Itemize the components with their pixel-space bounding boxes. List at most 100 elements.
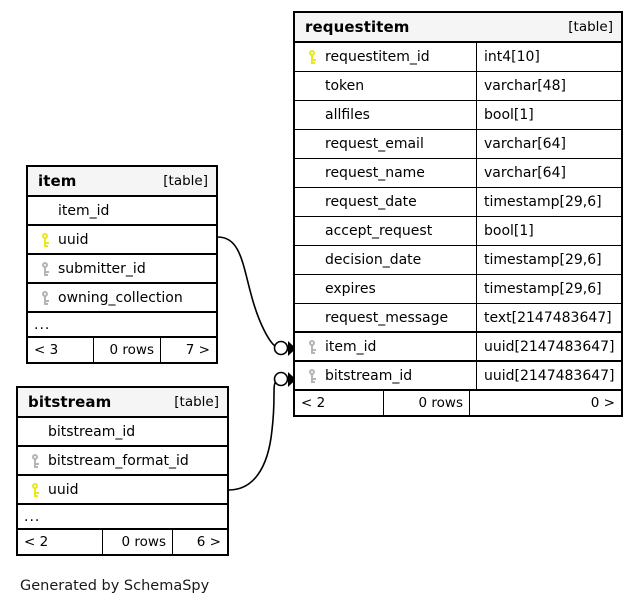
prev-parents-link[interactable]: < 2 <box>301 395 326 411</box>
foreign-key-icon <box>36 290 54 305</box>
column-label: bitstream_id <box>48 423 136 440</box>
column-name-cell: request_message <box>295 304 476 331</box>
table-footer-bitstream: < 2 0 rows 6 > <box>18 530 227 554</box>
foreign-key-icon <box>36 261 54 276</box>
table-row[interactable]: bitstream_id <box>18 418 227 447</box>
table-title-requestitem: requestitem <box>305 18 410 36</box>
column-label: item_id <box>325 338 377 355</box>
table-row[interactable]: request_date timestamp[29,6] <box>295 188 621 217</box>
table-row[interactable]: expires timestamp[29,6] <box>295 275 621 304</box>
row-count: 0 rows <box>383 391 470 415</box>
table-header-requestitem: requestitem [table] <box>295 13 621 43</box>
table-row[interactable]: uuid <box>18 476 227 505</box>
more-columns-indicator: ... <box>28 313 216 338</box>
column-name-cell: owning_collection <box>28 284 216 311</box>
column-name-cell: bitstream_id <box>18 418 227 445</box>
primary-key-icon <box>303 50 321 64</box>
column-label: owning_collection <box>58 289 183 306</box>
column-type-cell: timestamp[29,6] <box>476 188 621 216</box>
row-count: 0 rows <box>102 530 173 554</box>
next-children-link[interactable]: 6 > <box>196 534 221 550</box>
table-rows-requestitem: requestitem_id int4[10] token varchar[48… <box>295 43 621 415</box>
prev-parents-link[interactable]: < 3 <box>34 342 59 358</box>
column-name-cell: submitter_id <box>28 255 216 282</box>
edge-bitstream-to-requestitem <box>228 380 277 491</box>
table-row[interactable]: item_id <box>28 197 216 226</box>
generated-by-caption: Generated by SchemaSpy <box>20 578 210 594</box>
table-rows-bitstream: bitstream_id bitstream_format_id uuid <box>18 418 227 554</box>
column-name-cell: uuid <box>28 226 216 253</box>
table-header-bitstream: bitstream [table] <box>18 388 227 418</box>
column-type-cell: bool[1] <box>476 101 621 129</box>
column-type-cell: int4[10] <box>476 43 621 71</box>
column-label: expires <box>325 281 376 297</box>
column-label: allfiles <box>325 107 370 123</box>
column-name-cell: item_id <box>28 197 216 224</box>
column-type-cell: varchar[64] <box>476 159 621 187</box>
column-name-cell: token <box>295 72 476 100</box>
column-name-cell: expires <box>295 275 476 303</box>
table-row[interactable]: bitstream_format_id <box>18 447 227 476</box>
next-children-link[interactable]: 7 > <box>185 342 210 358</box>
prev-parents-link[interactable]: < 2 <box>24 534 49 550</box>
column-label: bitstream_format_id <box>48 452 189 469</box>
primary-key-icon <box>36 232 54 247</box>
table-row[interactable]: uuid <box>28 226 216 255</box>
column-type-cell: timestamp[29,6] <box>476 275 621 303</box>
column-type-cell: varchar[64] <box>476 130 621 158</box>
column-label: uuid <box>48 481 79 498</box>
table-row[interactable]: accept_request bool[1] <box>295 217 621 246</box>
table-row[interactable]: owning_collection <box>28 284 216 313</box>
foreign-key-icon <box>303 368 321 383</box>
table-title-item: item <box>38 172 77 190</box>
table-row[interactable]: allfiles bool[1] <box>295 101 621 130</box>
column-label: accept_request <box>325 223 433 239</box>
table-requestitem[interactable]: requestitem [table] requestitem_id int4[… <box>293 11 623 417</box>
column-label: request_date <box>325 194 417 210</box>
table-row[interactable]: request_name varchar[64] <box>295 159 621 188</box>
edge-endpoint-circle-bitstream <box>273 371 289 387</box>
column-name-cell: accept_request <box>295 217 476 245</box>
column-name-cell: allfiles <box>295 101 476 129</box>
foreign-key-icon <box>26 453 44 468</box>
column-name-cell: request_email <box>295 130 476 158</box>
column-label: uuid <box>58 231 89 248</box>
column-type-cell: uuid[2147483647] <box>476 333 621 360</box>
column-name-cell: item_id <box>295 333 476 360</box>
row-count: 0 rows <box>93 338 161 362</box>
column-name-cell: bitstream_id <box>295 362 476 389</box>
table-tag-item: [table] <box>163 173 208 189</box>
foreign-key-icon <box>303 339 321 354</box>
table-row[interactable]: request_email varchar[64] <box>295 130 621 159</box>
table-row[interactable]: request_message text[2147483647] <box>295 304 621 333</box>
table-row[interactable]: token varchar[48] <box>295 72 621 101</box>
table-item[interactable]: item [table] item_id uuid <box>26 165 218 364</box>
column-type-cell: text[2147483647] <box>476 304 621 331</box>
table-rows-item: item_id uuid submitter_id <box>28 197 216 362</box>
column-type-cell: bool[1] <box>476 217 621 245</box>
edge-item-to-requestitem <box>217 236 279 349</box>
column-type-cell: uuid[2147483647] <box>476 362 621 389</box>
column-name-cell: decision_date <box>295 246 476 274</box>
table-tag-bitstream: [table] <box>174 394 219 410</box>
column-label: item_id <box>58 202 110 219</box>
primary-key-icon <box>26 482 44 497</box>
table-footer-item: < 3 0 rows 7 > <box>28 338 216 362</box>
next-children-link[interactable]: 0 > <box>590 395 615 411</box>
column-label: submitter_id <box>58 260 146 277</box>
column-label: bitstream_id <box>325 367 413 384</box>
table-row[interactable]: decision_date timestamp[29,6] <box>295 246 621 275</box>
table-bitstream[interactable]: bitstream [table] bitstream_id bitstream… <box>16 386 229 556</box>
column-label: request_message <box>325 309 449 326</box>
table-footer-requestitem: < 2 0 rows 0 > <box>295 391 621 415</box>
column-label: request_name <box>325 165 425 181</box>
table-tag-requestitem: [table] <box>568 19 613 35</box>
more-columns-indicator: ... <box>18 505 227 530</box>
column-name-cell: requestitem_id <box>295 43 476 71</box>
table-row[interactable]: requestitem_id int4[10] <box>295 43 621 72</box>
table-row[interactable]: submitter_id <box>28 255 216 284</box>
table-row[interactable]: item_id uuid[2147483647] <box>295 333 621 362</box>
column-label: token <box>325 78 365 94</box>
table-row[interactable]: bitstream_id uuid[2147483647] <box>295 362 621 391</box>
